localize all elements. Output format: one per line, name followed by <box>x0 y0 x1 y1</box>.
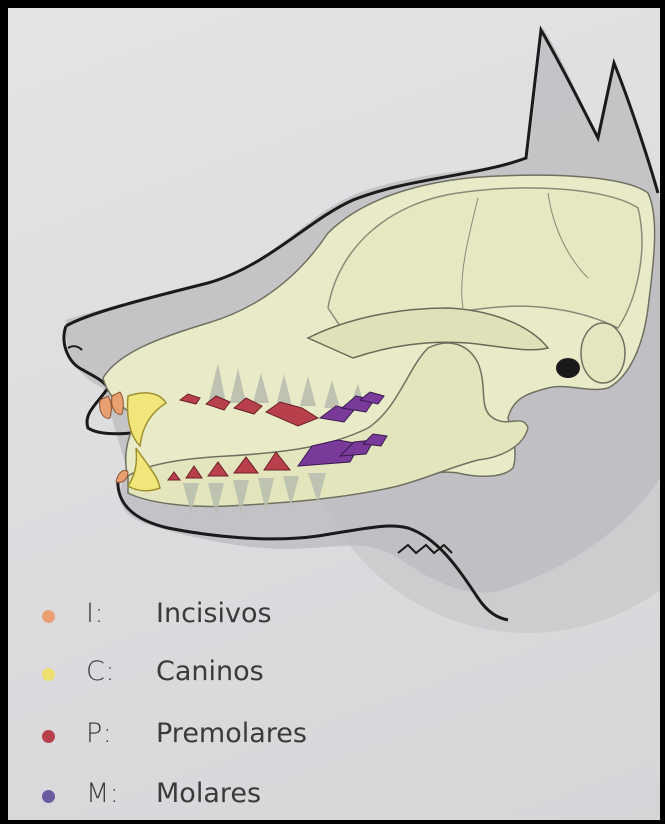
incisor-color-dot <box>42 610 55 623</box>
legend-code: M: <box>86 778 119 809</box>
diagram-page: I: Incisivos C: Caninos P: Premolares M:… <box>8 8 660 820</box>
legend-label: Molares <box>156 778 261 809</box>
legend-item-incisivos: I: Incisivos <box>40 596 400 636</box>
legend-item-molares: M: Molares <box>40 776 400 816</box>
dog-skull-diagram <box>8 8 660 820</box>
legend-code: C: <box>86 656 115 687</box>
legend-code: I: <box>86 598 104 629</box>
legend-item-caninos: C: Caninos <box>40 654 400 694</box>
bulla <box>581 323 625 383</box>
canine-color-dot <box>42 668 55 681</box>
legend-label: Incisivos <box>156 598 272 629</box>
legend-item-premolares: P: Premolares <box>40 716 400 756</box>
legend-code: P: <box>86 718 112 749</box>
legend-label: Caninos <box>156 656 264 687</box>
legend-label: Premolares <box>156 718 307 749</box>
ear-canal <box>556 358 580 378</box>
premolar-color-dot <box>42 730 55 743</box>
molar-color-dot <box>42 790 55 803</box>
